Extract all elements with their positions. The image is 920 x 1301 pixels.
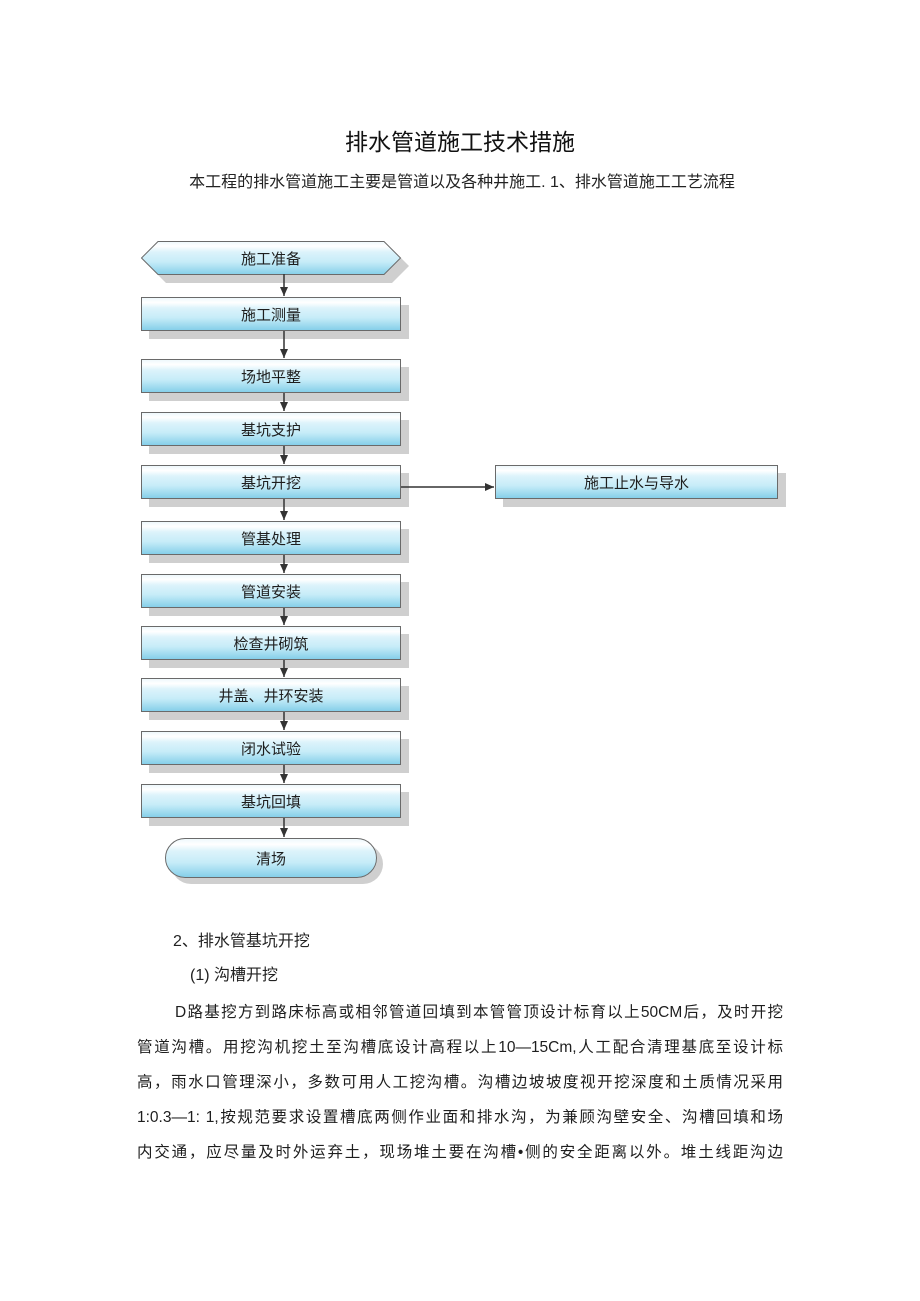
flow-node-start: 施工准备 <box>141 241 409 283</box>
intro-line: 本工程的排水管道施工主要是管道以及各种井施工. 1、排水管道施工工艺流程 <box>189 174 735 191</box>
flow-node-step-2: 场地平整 <box>141 359 401 393</box>
flow-node-branch: 施工止水与导水 <box>495 465 778 499</box>
start-hexagon-shape <box>141 241 409 283</box>
page-title: 排水管道施工技术措施 <box>345 129 575 155</box>
flow-node-step-4: 基坑开挖 <box>141 465 401 499</box>
flow-node-step-8: 井盖、井环安装 <box>141 678 401 712</box>
flow-node-step-1: 施工测量 <box>141 297 401 331</box>
flow-node-step-10: 基坑回填 <box>141 784 401 818</box>
subsection-heading: (1) 沟槽开挖 <box>190 967 279 984</box>
flow-node-step-7: 检查井砌筑 <box>141 626 401 660</box>
paragraph-line: 管道沟槽。用挖沟机挖土至沟槽底设计高程以上10—15Cm,人工配合清理基底至设计… <box>137 1039 783 1056</box>
flow-node-label: 施工准备 <box>240 249 301 268</box>
paragraph-line: D路基挖方到路床标高或相邻管道回填到本管管顶设计标育以上50CM后，及时开挖 <box>175 1004 783 1021</box>
flow-node-step-6: 管道安装 <box>141 574 401 608</box>
flow-node-step-9: 闭水试验 <box>141 731 401 765</box>
flow-node-step-5: 管基处理 <box>141 521 401 555</box>
flow-node-end: 清场 <box>165 838 377 878</box>
start-hexagon <box>141 241 402 275</box>
paragraph-line: 高，雨水口管理深小，多数可用人工挖沟槽。沟槽边坡坡度视开挖深度和土质情况采用 <box>137 1074 783 1091</box>
paragraph-line: 1:0.3—1: 1,按规范要求设置槽底两侧作业面和排水沟，为兼顾沟壁安全、沟槽… <box>137 1109 783 1126</box>
section-heading: 2、排水管基坑开挖 <box>173 933 310 950</box>
paragraph-line: 内交通，应尽量及时外运弃土，现场堆土要在沟槽•侧的安全距离以外。堆土线距沟边 <box>137 1144 783 1161</box>
flow-node-step-3: 基坑支护 <box>141 412 401 446</box>
